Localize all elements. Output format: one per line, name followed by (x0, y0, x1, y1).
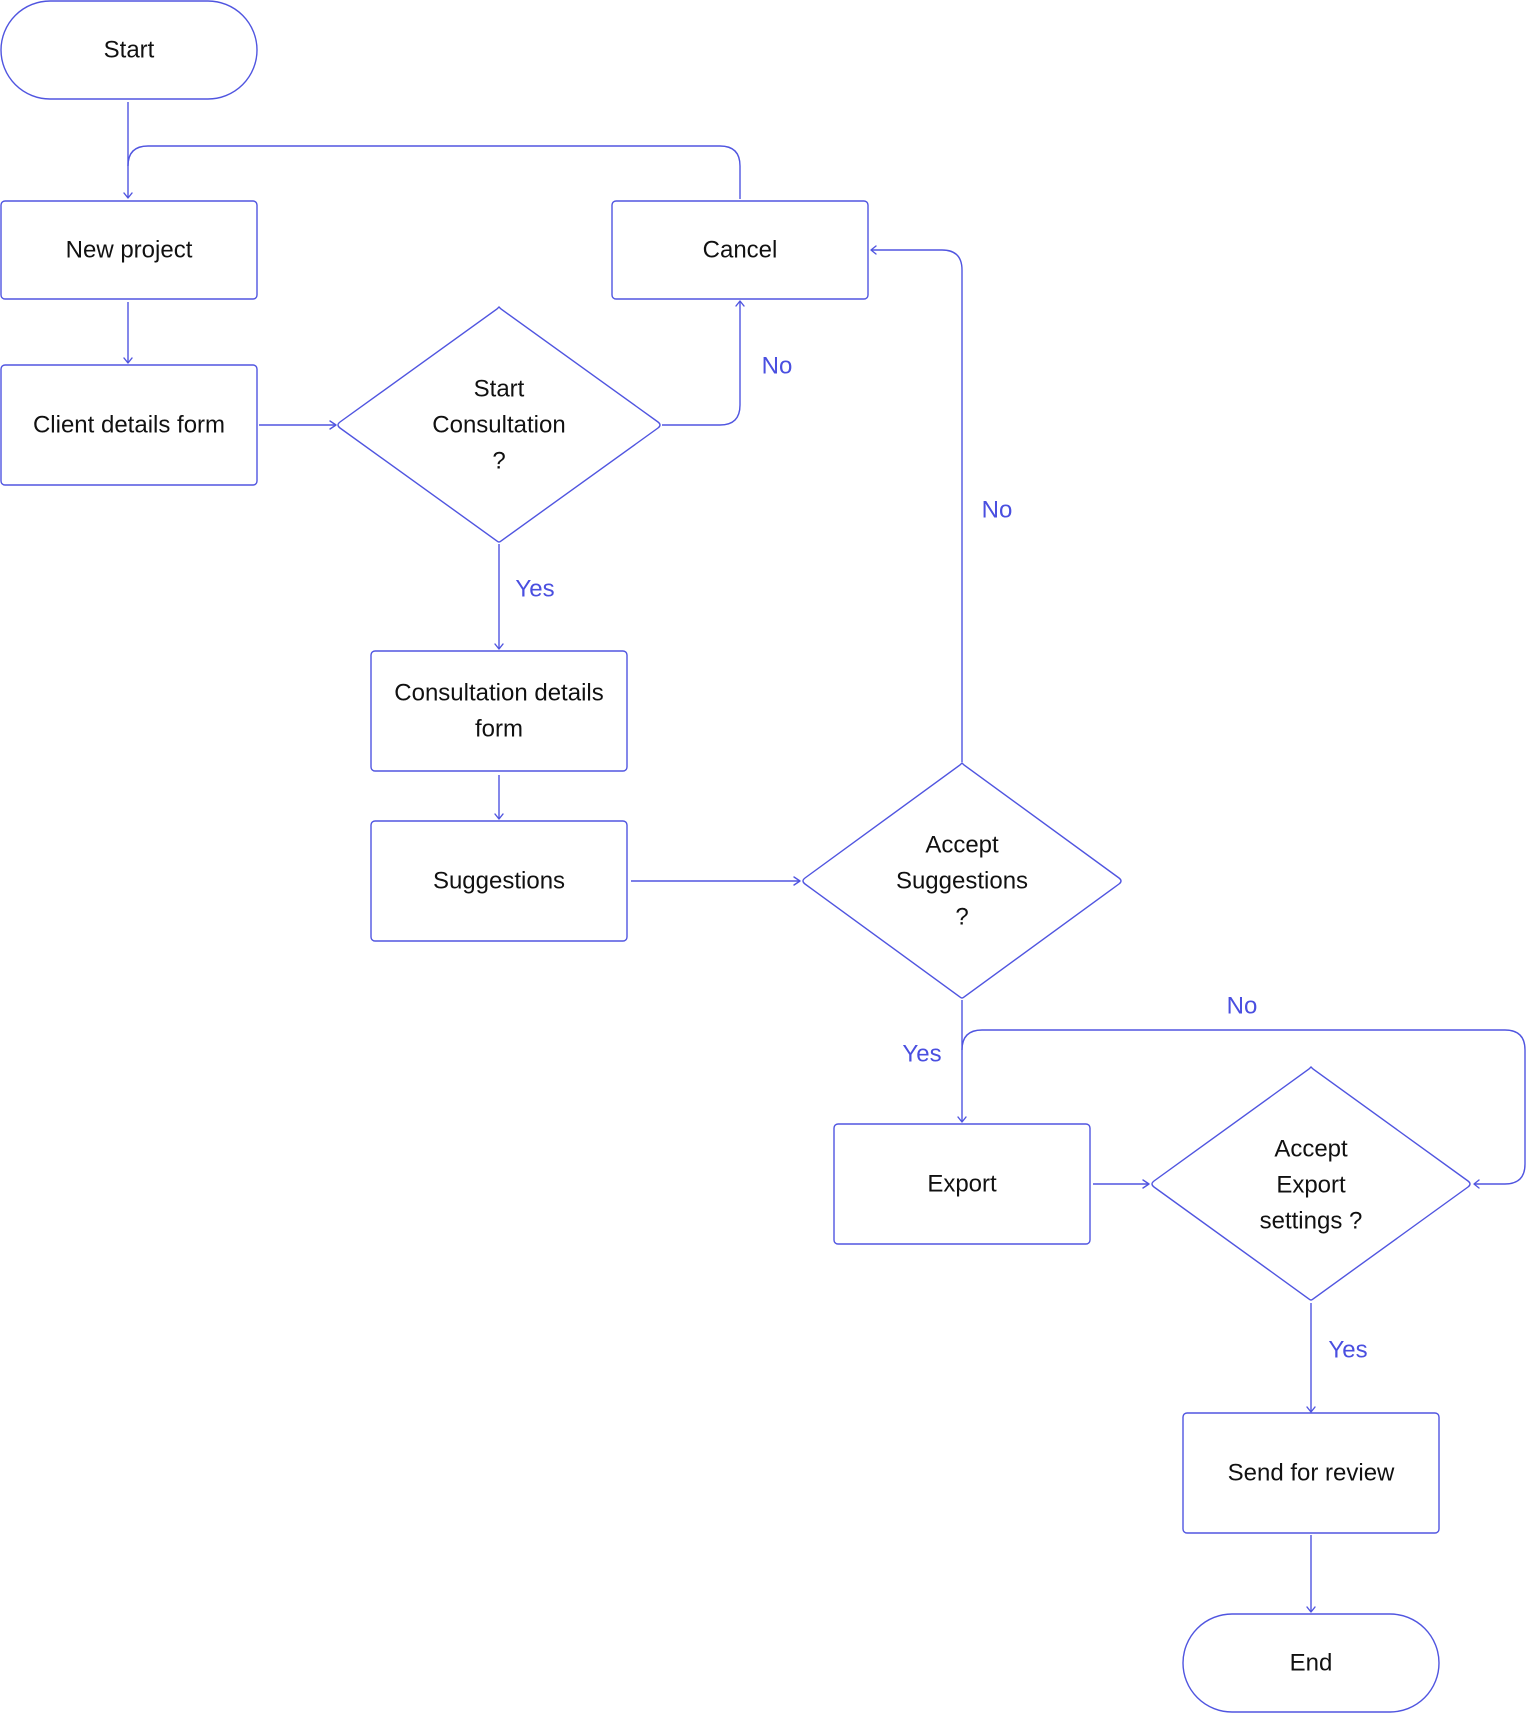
new-project-node: New project (0, 200, 258, 300)
start-label: Start (104, 36, 155, 63)
arrowhead-send-for-review (1306, 1406, 1316, 1413)
suggestions-yes-label: Yes (902, 1040, 941, 1067)
arrowhead-start-consultation (329, 420, 337, 430)
edge-cancel-to-new-project (127, 145, 741, 199)
suggestions-node: Suggestions (370, 820, 628, 942)
export-node: Export (833, 1123, 1091, 1245)
client-details-form-node: Client details form (0, 364, 258, 486)
edge-suggestions-no-to-cancel (872, 249, 963, 762)
suggestions-label: Suggestions (433, 867, 565, 894)
edge-export-settings-no-loop (961, 1029, 1526, 1185)
edge-labels: No Yes No Yes No Yes (515, 352, 1367, 1363)
export-settings-no-label: No (1227, 992, 1258, 1019)
new-project-label: New project (66, 236, 193, 263)
start-consultation-decision: Start Consultation ? (337, 306, 661, 543)
start-node: Start (0, 0, 258, 100)
client-details-form-label: Client details form (33, 411, 225, 438)
accept-suggestions-line-1: Accept (925, 831, 999, 858)
consultation-no-label: No (762, 352, 793, 379)
consultation-details-form-node: Consultation details form (370, 650, 628, 772)
export-settings-yes-label: Yes (1328, 1336, 1367, 1363)
arrowhead-accept-suggestions (793, 876, 801, 886)
arrowhead-accept-export-left (1142, 1179, 1150, 1189)
edge-consultation-no-to-cancel (662, 302, 741, 426)
cancel-node: Cancel (611, 200, 869, 300)
arrowhead-cancel-right (870, 245, 877, 255)
accept-export-line-1: Accept (1274, 1135, 1348, 1162)
start-consultation-line-2: Consultation (432, 411, 565, 438)
start-consultation-line-3: ? (492, 447, 505, 474)
accept-export-line-2: Export (1276, 1171, 1346, 1198)
consultation-details-line-2: form (475, 715, 523, 742)
arrowhead-export (957, 1116, 967, 1123)
consultation-yes-label: Yes (515, 575, 554, 602)
accept-export-settings-decision: Accept Export settings ? (1151, 1066, 1471, 1301)
start-consultation-line-1: Start (474, 375, 525, 402)
arrowhead-end (1306, 1606, 1316, 1613)
arrowhead-client-details (123, 357, 133, 364)
accept-suggestions-decision: Accept Suggestions ? (802, 762, 1122, 999)
accept-suggestions-line-2: Suggestions (896, 867, 1028, 894)
nodes: Start New project Client details form St… (0, 0, 1471, 1713)
end-node: End (1182, 1613, 1440, 1713)
arrowhead-consultation-details (494, 643, 504, 650)
send-for-review-label: Send for review (1228, 1459, 1395, 1486)
arrowhead-new-project (123, 192, 133, 199)
arrowhead-cancel-bottom (735, 300, 745, 307)
export-label: Export (927, 1170, 997, 1197)
cancel-label: Cancel (703, 236, 778, 263)
suggestions-no-label: No (982, 496, 1013, 523)
arrowhead-suggestions (494, 813, 504, 820)
accept-suggestions-line-3: ? (955, 903, 968, 930)
arrowhead-accept-export-right (1473, 1179, 1480, 1189)
edges (123, 102, 1526, 1613)
consultation-details-line-1: Consultation details (394, 679, 603, 706)
end-label: End (1290, 1649, 1333, 1676)
send-for-review-node: Send for review (1182, 1412, 1440, 1534)
accept-export-line-3: settings ? (1260, 1207, 1363, 1234)
